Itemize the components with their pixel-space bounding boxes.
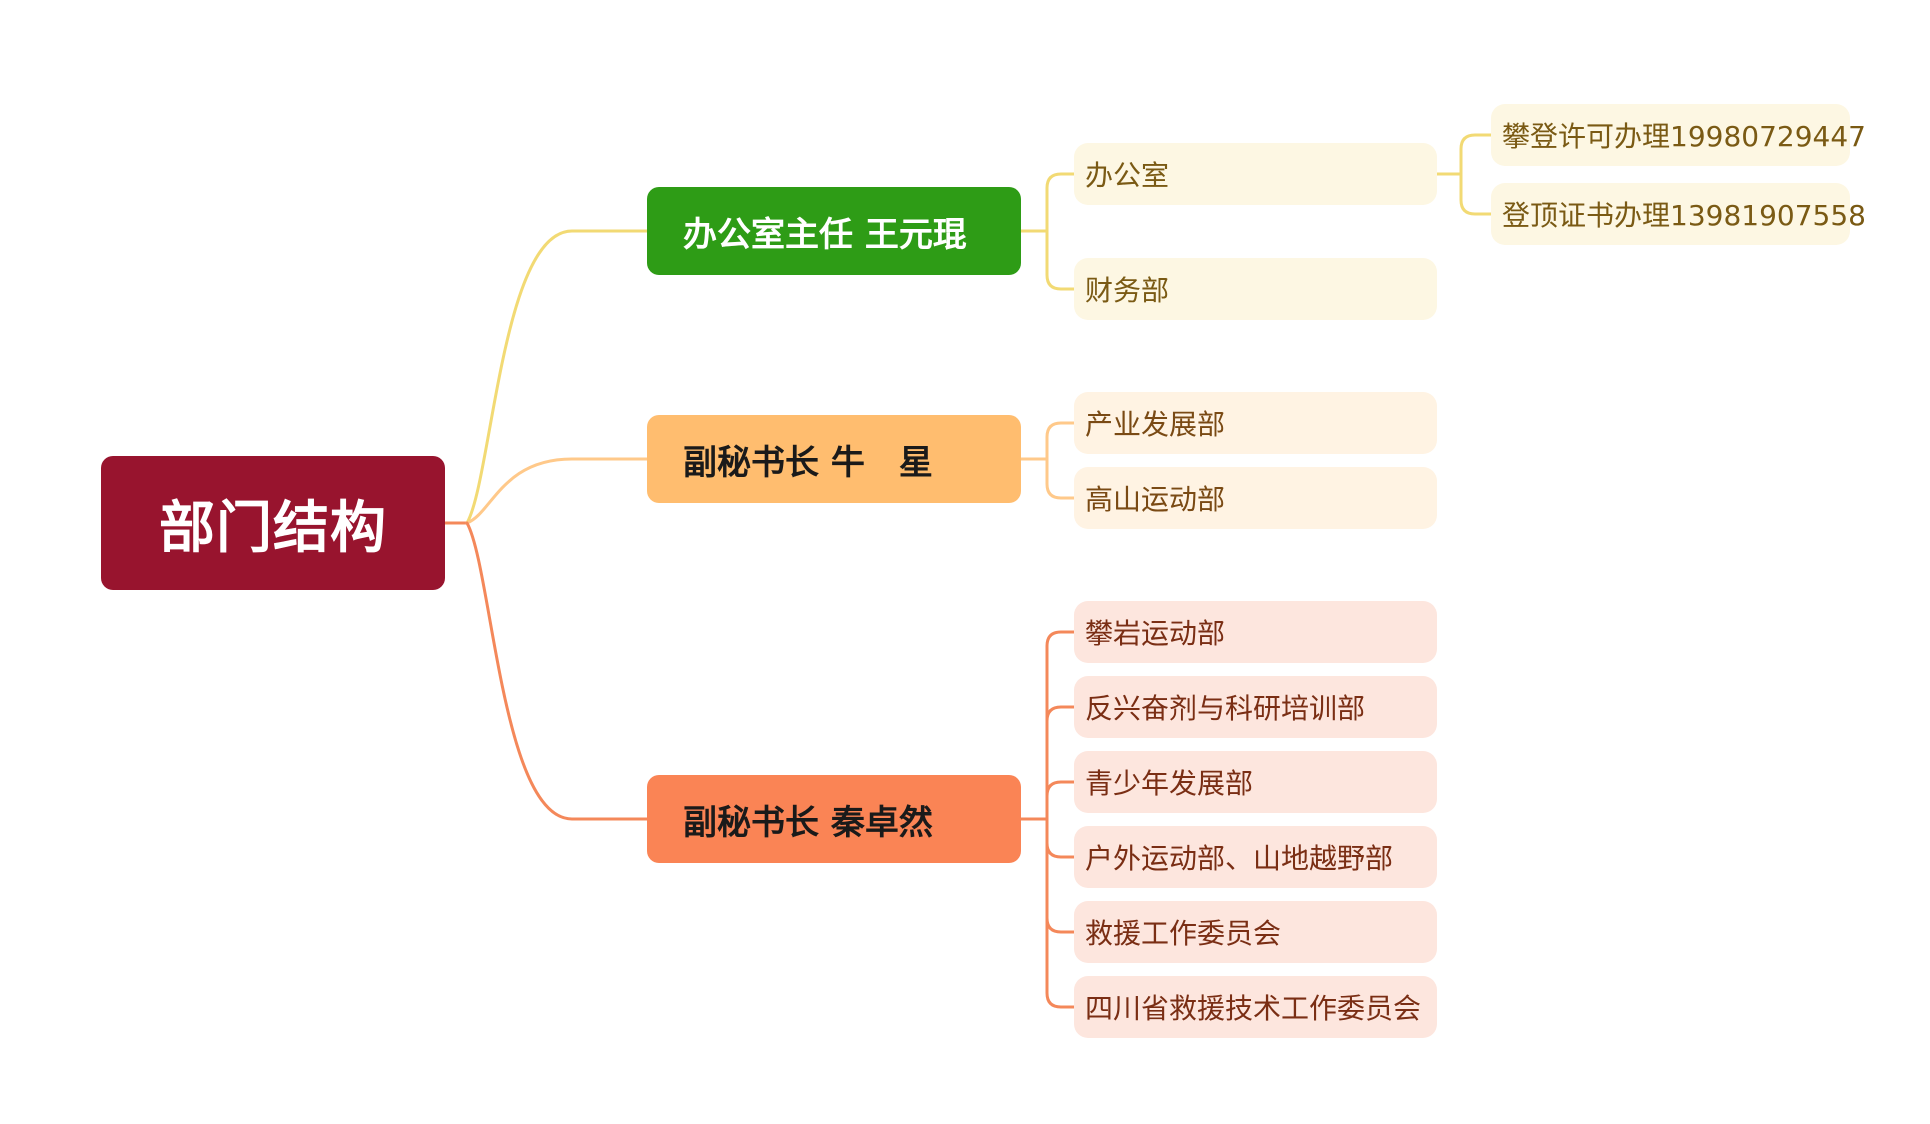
subleaf-node-label: 攀登许可办理19980729447 xyxy=(1502,120,1866,153)
subleaf-node-climbing-permit[interactable]: 攀登许可办理19980729447 xyxy=(1491,104,1866,166)
leaf-connector-line xyxy=(1045,780,1076,821)
leaf-node-label: 办公室 xyxy=(1085,159,1170,192)
leaf-node-label: 反兴奋剂与科研培训部 xyxy=(1085,692,1366,725)
branch-connector-line xyxy=(465,229,649,525)
leaf-node-finance[interactable]: 财务部 xyxy=(1074,258,1437,320)
leaf-node-sichuan-rescue-committee[interactable]: 四川省救援技术工作委员会 xyxy=(1074,976,1437,1038)
branch-connector-line xyxy=(465,521,649,821)
leaf-connector-line xyxy=(1045,229,1076,291)
leaf-connector-line xyxy=(1045,817,1076,859)
leaf-connector-line xyxy=(1045,172,1076,233)
leaf-node-label: 四川省救援技术工作委员会 xyxy=(1085,992,1422,1025)
leaf-connector-line xyxy=(1045,457,1076,500)
leaf-node-rock-climbing[interactable]: 攀岩运动部 xyxy=(1074,601,1437,663)
leaf-connector-line xyxy=(1045,817,1076,934)
subleaf-node-summit-certificate[interactable]: 登顶证书办理13981907558 xyxy=(1491,183,1866,245)
branch-node-label: 副秘书长 秦卓然 xyxy=(683,802,933,843)
leaf-node-label: 青少年发展部 xyxy=(1085,767,1254,800)
leaf-node-label: 产业发展部 xyxy=(1085,408,1226,441)
leaf-node-rescue-committee[interactable]: 救援工作委员会 xyxy=(1074,901,1437,963)
leaf-connector-line xyxy=(1045,817,1076,1009)
leaf-node-anti-doping-research[interactable]: 反兴奋剂与科研培训部 xyxy=(1074,676,1437,738)
branch-node-deputy-secretary-niu[interactable]: 副秘书长 牛 星 xyxy=(647,415,1021,503)
root-node-label: 部门结构 xyxy=(159,495,387,561)
leaf-connector-line xyxy=(1045,421,1076,461)
branch-node-deputy-secretary-qin[interactable]: 副秘书长 秦卓然 xyxy=(647,775,1021,863)
leaf-connector-line xyxy=(1045,705,1076,821)
leaf-node-alpine-sports[interactable]: 高山运动部 xyxy=(1074,467,1437,529)
leaf-node-industry-development[interactable]: 产业发展部 xyxy=(1074,392,1437,454)
leaf-node-label: 攀岩运动部 xyxy=(1085,617,1226,650)
subleaf-connector-line xyxy=(1459,133,1493,176)
leaf-node-label: 救援工作委员会 xyxy=(1085,917,1282,950)
subleaf-node-label: 登顶证书办理13981907558 xyxy=(1502,199,1866,232)
branch-node-label: 副秘书长 牛 星 xyxy=(683,442,933,483)
leaf-node-label: 高山运动部 xyxy=(1085,483,1226,516)
leaf-node-label: 财务部 xyxy=(1085,274,1170,307)
leaf-node-youth-development[interactable]: 青少年发展部 xyxy=(1074,751,1437,813)
root-node[interactable]: 部门结构 xyxy=(101,456,445,590)
branch-connector-line xyxy=(465,457,649,525)
leaf-node-label: 户外运动部、山地越野部 xyxy=(1085,842,1394,875)
leaf-connector-line xyxy=(1045,630,1076,821)
branch-node-label: 办公室主任 王元琨 xyxy=(683,214,967,255)
leaf-node-office[interactable]: 办公室 xyxy=(1074,143,1437,205)
leaf-node-outdoor-trail[interactable]: 户外运动部、山地越野部 xyxy=(1074,826,1437,888)
branch-node-office-director[interactable]: 办公室主任 王元琨 xyxy=(647,187,1021,275)
subleaf-connector-line xyxy=(1459,172,1493,216)
